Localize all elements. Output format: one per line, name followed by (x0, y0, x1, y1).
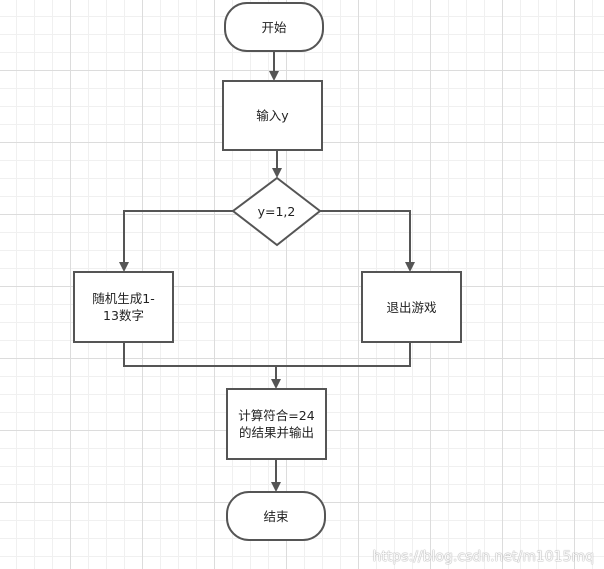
connector-exit-to-merge (276, 342, 411, 367)
generate-process-shape (73, 271, 174, 343)
input-process-shape (222, 80, 323, 151)
connector-decision-to-generate (119, 210, 233, 272)
watermark-text: https://blog.csdn.net/m1015mq (372, 549, 594, 565)
connector-decision-to-exit (320, 210, 415, 272)
connector-generate-to-merge (123, 342, 276, 367)
end-terminal-shape (226, 491, 326, 541)
decision-diamond-shape (231, 176, 322, 247)
exit-process-shape (361, 271, 462, 343)
compute-process-shape (226, 388, 327, 460)
start-terminal-shape (224, 2, 324, 52)
